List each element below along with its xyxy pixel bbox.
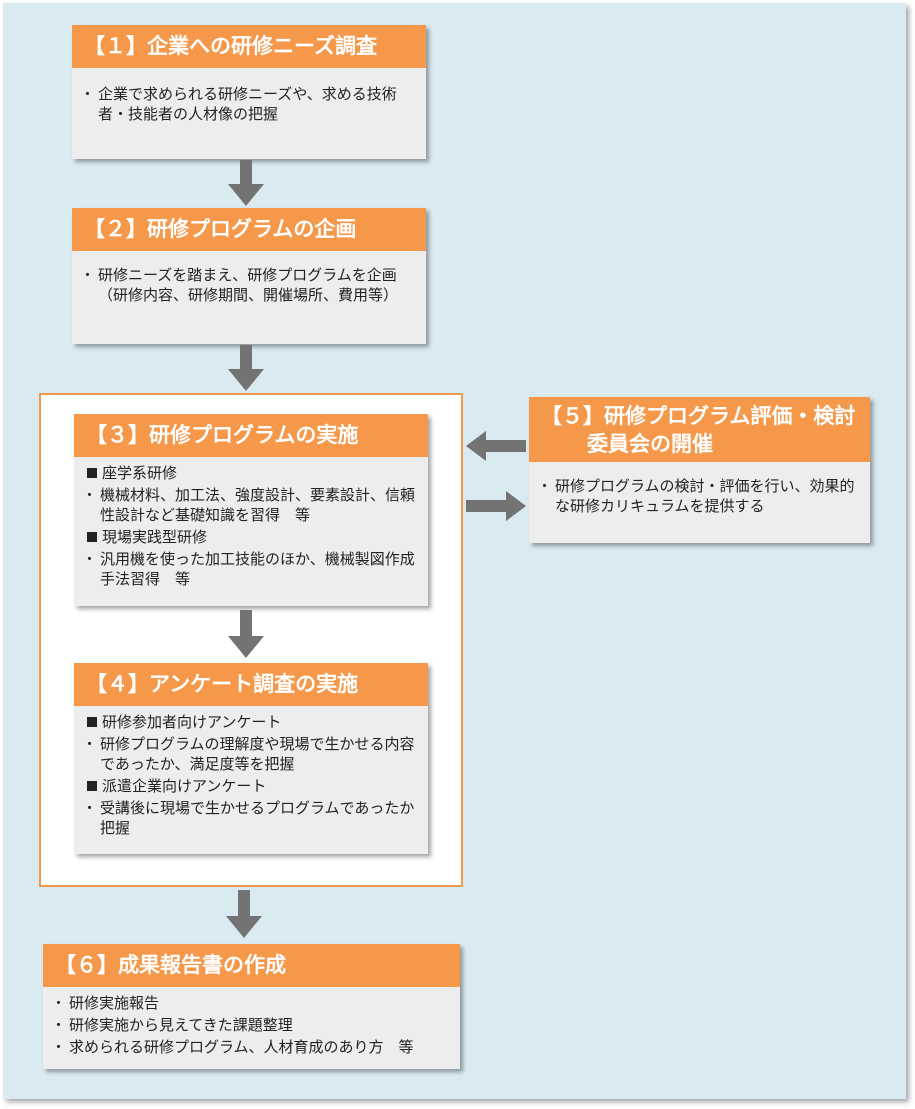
step3-box: 【３】研修プログラムの実施 座学系研修 機械材料、加工法、強度設計、要素設計、信…	[74, 414, 428, 606]
step6-title: 【６】成果報告書の作成	[43, 944, 460, 987]
step5-box: 【５】研修プログラム評価・検討 委員会の開催 研修プログラムの検討・評価を行い、…	[529, 397, 870, 543]
step3-section-heading: 座学系研修	[86, 463, 416, 483]
step5-item: 研修プログラムの検討・評価を行い、効果的な研修カリキュラムを提供する	[537, 476, 858, 516]
arrow-left-icon	[466, 431, 526, 461]
step6-box: 【６】成果報告書の作成 研修実施報告 研修実施から見えてきた課題整理 求められる…	[43, 944, 460, 1069]
step6-item: 研修実施から見えてきた課題整理	[51, 1015, 448, 1035]
step1-title: 【１】企業への研修ニーズ調査	[72, 25, 426, 68]
step3-section-item: 機械材料、加工法、強度設計、要素設計、信頼性設計など基礎知識を習得 等	[82, 485, 416, 525]
arrow-down-icon	[228, 160, 264, 206]
step2-item: 研修ニーズを踏まえ、研修プログラムを企画（研修内容、研修期間、開催場所、費用等）	[80, 265, 414, 305]
step4-section-item: 研修プログラムの理解度や現場で生かせる内容であったか、満足度等を把握	[82, 734, 416, 774]
step3-title: 【３】研修プログラムの実施	[74, 414, 428, 457]
step2-title: 【２】研修プログラムの企画	[72, 208, 426, 251]
step3-section-heading: 現場実践型研修	[86, 527, 416, 547]
arrow-right-icon	[466, 491, 526, 521]
step5-title: 【５】研修プログラム評価・検討 委員会の開催	[529, 397, 870, 462]
step4-title: 【４】アンケート調査の実施	[74, 663, 428, 706]
step2-box: 【２】研修プログラムの企画 研修ニーズを踏まえ、研修プログラムを企画（研修内容、…	[72, 208, 426, 344]
step3-section-item: 汎用機を使った加工技能のほか、機械製図作成手法習得 等	[82, 549, 416, 589]
step6-item: 求められる研修プログラム、人材育成のあり方 等	[51, 1037, 448, 1057]
step1-item: 企業で求められる研修ニーズや、求める技術者・技能者の人材像の把握	[80, 84, 414, 124]
step6-item: 研修実施報告	[51, 993, 448, 1013]
step4-section-heading: 派遣企業向けアンケート	[86, 776, 416, 796]
step1-box: 【１】企業への研修ニーズ調査 企業で求められる研修ニーズや、求める技術者・技能者…	[72, 25, 426, 159]
step5-title-line2: 委員会の開催	[587, 432, 713, 456]
step4-section-item: 受講後に現場で生かせるプログラムであったか把握	[82, 798, 416, 838]
arrow-down-icon	[228, 345, 264, 391]
step4-box: 【４】アンケート調査の実施 研修参加者向けアンケート 研修プログラムの理解度や現…	[74, 663, 428, 854]
step4-section-heading: 研修参加者向けアンケート	[86, 712, 416, 732]
step5-title-line1: 【５】研修プログラム評価・検討	[541, 404, 856, 428]
arrow-down-icon	[226, 890, 262, 938]
arrow-down-icon	[228, 610, 264, 658]
